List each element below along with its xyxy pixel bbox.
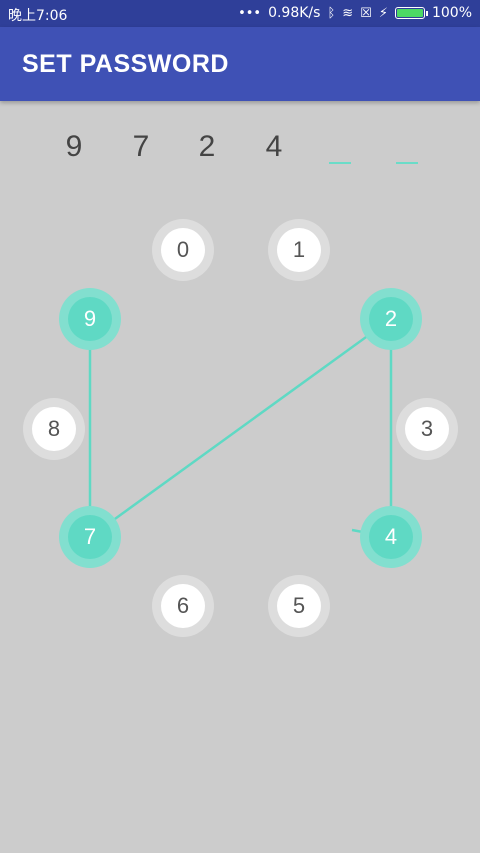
- key-3-label: 3: [405, 407, 449, 451]
- key-5-label: 5: [277, 584, 321, 628]
- key-1-label: 1: [277, 228, 321, 272]
- key-0-label: 0: [161, 228, 205, 272]
- network-speed: 0.98K/s: [268, 5, 321, 21]
- status-time: 晚上7:06: [8, 8, 68, 24]
- key-5[interactable]: 5: [268, 575, 330, 637]
- line-7-2: [89, 317, 392, 539]
- key-6-label: 6: [161, 584, 205, 628]
- sim-icon: ☒: [360, 5, 372, 21]
- key-4-label: 4: [369, 515, 413, 559]
- key-7-label: 7: [68, 515, 112, 559]
- entered-digit-2: 7: [132, 130, 150, 163]
- key-1[interactable]: 1: [268, 219, 330, 281]
- entered-digit-4: 4: [265, 130, 283, 163]
- battery-icon: [394, 7, 428, 19]
- key-8[interactable]: 8: [23, 398, 85, 460]
- key-9-label: 9: [68, 297, 112, 341]
- key-2-label: 2: [369, 297, 413, 341]
- key-3[interactable]: 3: [396, 398, 458, 460]
- battery-percent: 100%: [431, 5, 472, 21]
- charging-icon: ⚡: [378, 5, 388, 21]
- status-bar: 晚上7:06 ••• 0.98K/s ᛒ ≋ ☒ ⚡ 100%: [0, 0, 480, 27]
- entered-digit-1: 9: [65, 130, 83, 163]
- key-4[interactable]: 4: [360, 506, 422, 568]
- entered-digit-3: 2: [198, 130, 216, 163]
- key-0[interactable]: 0: [152, 219, 214, 281]
- key-2[interactable]: 2: [360, 288, 422, 350]
- page-title: SET PASSWORD: [22, 50, 229, 78]
- key-7[interactable]: 7: [59, 506, 121, 568]
- key-8-label: 8: [32, 407, 76, 451]
- app-bar: SET PASSWORD: [0, 27, 480, 101]
- bluetooth-icon: ᛒ: [327, 5, 336, 21]
- status-icons: ••• 0.98K/s ᛒ ≋ ☒ ⚡ 100%: [238, 5, 472, 21]
- empty-digit-slot-5: [329, 162, 351, 164]
- key-6[interactable]: 6: [152, 575, 214, 637]
- key-9[interactable]: 9: [59, 288, 121, 350]
- more-dots-icon: •••: [238, 5, 262, 21]
- wifi-icon: ≋: [342, 5, 354, 21]
- empty-digit-slot-6: [396, 162, 418, 164]
